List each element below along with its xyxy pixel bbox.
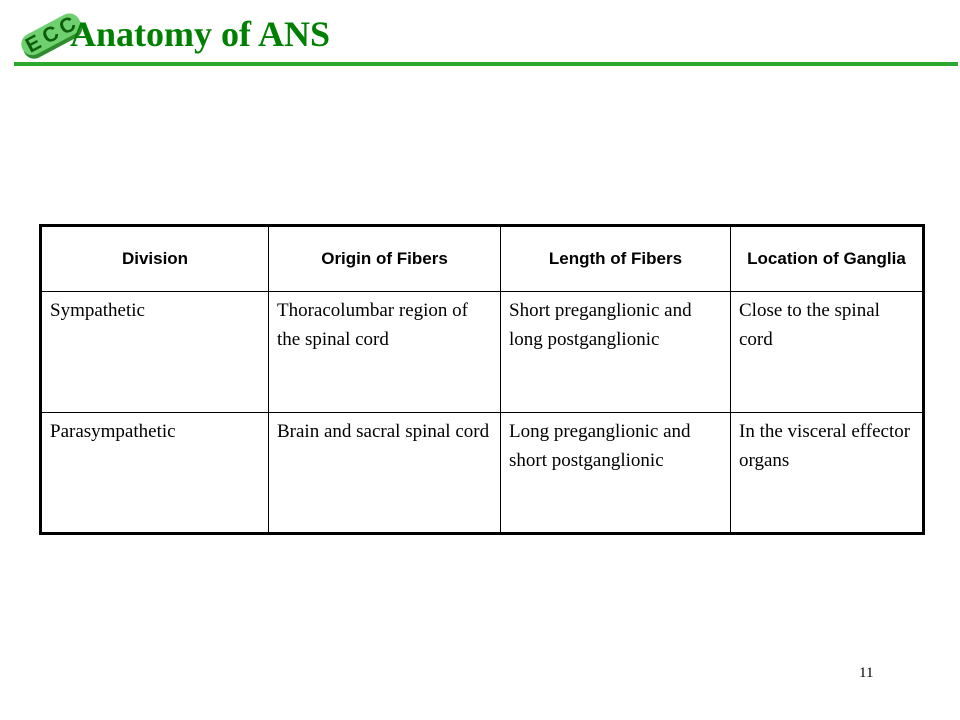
column-header-origin: Origin of Fibers	[268, 225, 501, 292]
column-header-location: Location of Ganglia	[730, 225, 924, 292]
logo-graphic-icon: E C C	[21, 12, 83, 59]
table-header-row: Division Origin of Fibers Length of Fibe…	[40, 225, 924, 292]
column-header-length: Length of Fibers	[500, 225, 731, 292]
column-header-division: Division	[40, 225, 269, 292]
ans-comparison-table-container: Division Origin of Fibers Length of Fibe…	[39, 224, 925, 535]
table-row: Sympathetic Thoracolumbar region of the …	[40, 291, 924, 413]
cell-division: Parasympathetic	[40, 412, 269, 534]
cell-length: Long preganglionic and short postganglio…	[500, 412, 731, 534]
table-row: Parasympathetic Brain and sacral spinal …	[40, 412, 924, 534]
cell-origin: Brain and sacral spinal cord	[268, 412, 501, 534]
page-number: 11	[859, 665, 874, 681]
ecc-logo: E C C	[14, 6, 86, 68]
cell-length: Short preganglionic and long postganglio…	[500, 291, 731, 413]
cell-location: In the visceral effector organs	[730, 412, 924, 534]
title-divider	[14, 62, 958, 66]
cell-division: Sympathetic	[40, 291, 269, 413]
cell-location: Close to the spinal cord	[730, 291, 924, 413]
page-title: Anatomy of ANS	[70, 14, 331, 54]
cell-origin: Thoracolumbar region of the spinal cord	[268, 291, 501, 413]
ans-comparison-table: Division Origin of Fibers Length of Fibe…	[39, 224, 925, 535]
